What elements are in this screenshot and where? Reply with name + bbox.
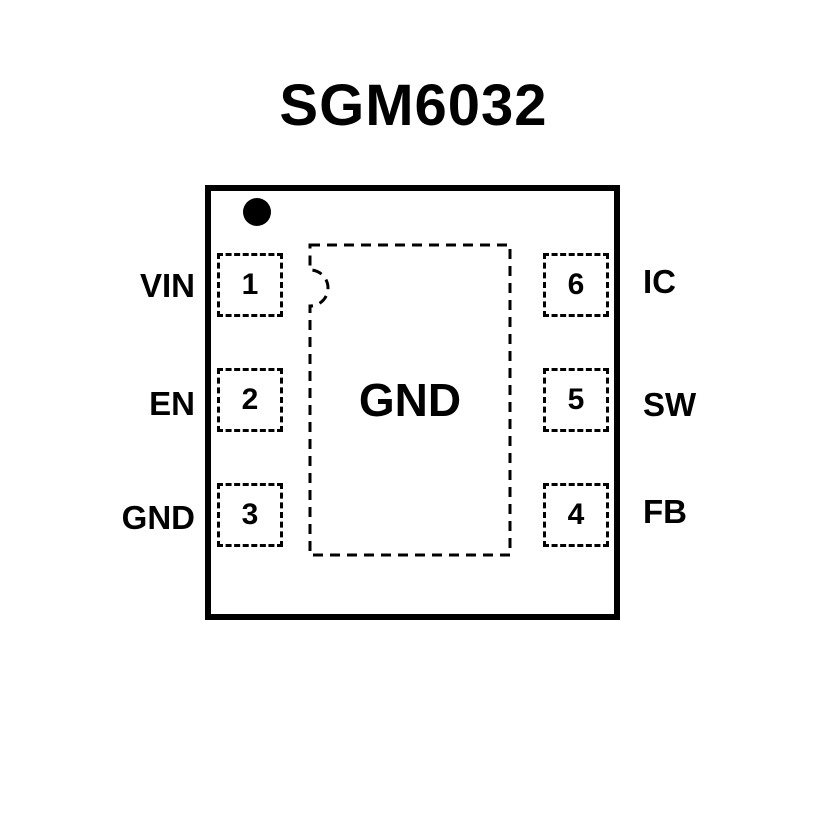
thermal-pad-label: GND [310, 245, 510, 555]
pin-number: 5 [567, 383, 585, 416]
thermal-pad-label-text: GND [358, 374, 462, 426]
pin-number: 3 [241, 498, 259, 531]
pin-number: 1 [241, 268, 259, 301]
chip-title: SGM6032 [279, 73, 548, 138]
pin-name-label-gnd: GND [121, 499, 195, 536]
pin1-indicator-dot [243, 198, 271, 226]
pin-box-4: 4 [543, 483, 609, 547]
pin-number: 6 [567, 268, 585, 301]
pin-name-label-sw: SW [643, 386, 697, 423]
thermal-pad-outline [308, 243, 512, 557]
pin-box-3: 3 [217, 483, 283, 547]
pin-name-label-ic: IC [643, 263, 676, 300]
pin-number: 2 [241, 383, 259, 416]
pin-number: 4 [567, 498, 585, 531]
pin-name-label-vin: VIN [139, 267, 195, 304]
pin-name-label-en: EN [149, 385, 195, 422]
pin-box-2: 2 [217, 368, 283, 432]
pin-box-6: 6 [543, 253, 609, 317]
pin-box-1: 1 [217, 253, 283, 317]
pin-name-label-fb: FB [643, 493, 687, 530]
pin-box-5: 5 [543, 368, 609, 432]
